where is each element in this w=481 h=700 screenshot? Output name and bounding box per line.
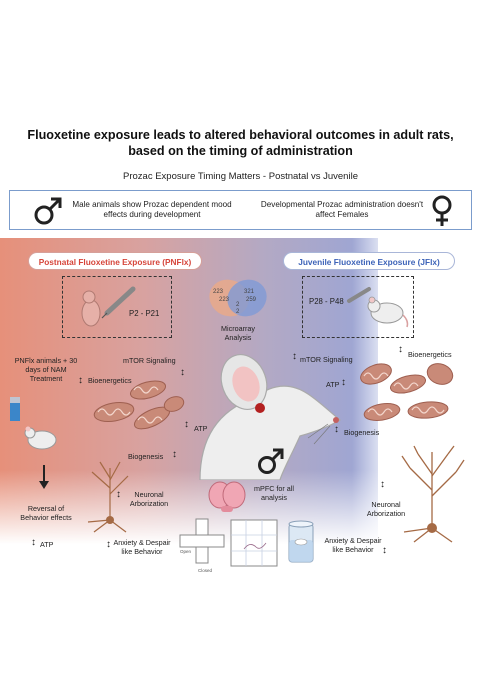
- syringe-icon: [347, 287, 371, 303]
- jflx-mtor-label: mTOR Signaling: [300, 355, 353, 364]
- pnflx-neuron-icon: [87, 461, 129, 533]
- pnflx-behavior-arrow-icon: ↕: [106, 539, 111, 550]
- treated-rat-icon: [24, 426, 57, 450]
- reversal-label: Reversal of Behavior effects: [20, 504, 72, 522]
- jflx-mtor-arrow-icon: ↕: [292, 351, 297, 362]
- venn-diagram: [209, 279, 267, 317]
- jflx-biogenesis-arrow-icon: ↕: [334, 424, 339, 435]
- center-rat-illustration: [199, 354, 342, 480]
- pnflx-mitochondria-icon: [93, 380, 185, 430]
- pnflx-mtor-label: mTOR Signaling: [123, 356, 176, 365]
- pnflx-mtor-arrow-icon: ↕: [180, 367, 185, 378]
- jflx-behavior-arrow-icon: ↕: [382, 545, 387, 556]
- sex-difference-banner: Male animals show Prozac dependent mood …: [9, 190, 472, 230]
- female-symbol-icon: [432, 195, 452, 226]
- jflx-period-box: P28 - P48: [302, 276, 414, 338]
- open-field-icon: [230, 519, 278, 567]
- maze-open-label: Open: [180, 549, 192, 554]
- venn-left-top: 223: [213, 289, 224, 295]
- jflx-title-pill: Juvenile Fluoxetine Exposure (JFlx): [283, 252, 455, 270]
- jflx-behavior-label: Anxiety & Despair like Behavior: [324, 536, 382, 554]
- nam-vial-icon: [10, 397, 20, 421]
- pnflx-atp-arrow-icon: ↕: [184, 419, 189, 430]
- juvenile-rat-icon: [367, 296, 409, 328]
- female-effect-text: Developmental Prozac administration does…: [260, 200, 424, 219]
- pnflx-arborization-arrow-icon: ↕: [116, 489, 121, 500]
- down-arrow-icon: [39, 465, 49, 489]
- pnflx-title-pill: Postnatal Fluoxetine Exposure (PNFlx): [28, 252, 202, 270]
- atp-reversal-label: ATP: [40, 540, 54, 549]
- atp-reversal-up-arrow: ↕: [31, 537, 36, 548]
- jflx-arborization-label: Neuronal Arborization: [366, 500, 406, 518]
- maze-closed-label: Closed: [198, 568, 213, 573]
- venn-mid-top: 2: [236, 302, 240, 308]
- microarray-label: Microarray Analysis: [221, 324, 255, 342]
- jflx-bioenergetics-label: Bioenergetics: [408, 350, 452, 359]
- jflx-mitochondria-icon: [360, 363, 454, 421]
- nam-treatment-note: PNFlx animals + 30 days of NAM Treatment: [14, 356, 78, 383]
- mpfc-brain-icon: [208, 481, 246, 512]
- center-male-symbol-icon: [258, 448, 284, 474]
- forced-swim-cylinder-icon: [288, 520, 314, 563]
- mpfc-label: mPFC for all analysis: [254, 484, 294, 502]
- jflx-neuron-icon: [401, 445, 465, 543]
- jflx-arborization-arrow-icon: ↕: [380, 479, 385, 490]
- page-title: Fluoxetine exposure leads to altered beh…: [27, 128, 454, 158]
- jflx-period-label: P28 - P48: [309, 297, 344, 306]
- pnflx-behavior-label: Anxiety & Despair like Behavior: [113, 538, 171, 556]
- venn-right-bottom: 259: [246, 297, 257, 303]
- venn-mid-bottom: 2: [236, 309, 240, 315]
- venn-left-bottom: 223: [219, 297, 230, 303]
- jflx-atp-label: ATP: [326, 380, 340, 389]
- pnflx-atp-label: ATP: [194, 424, 208, 433]
- pnflx-bioenergetics-arrow-icon: ↕: [78, 375, 83, 386]
- pnflx-bioenergetics-label: Bioenergetics: [88, 376, 132, 385]
- jflx-biogenesis-label: Biogenesis: [344, 428, 380, 437]
- male-effect-text: Male animals show Prozac dependent mood …: [72, 200, 232, 219]
- male-symbol-icon: [34, 197, 62, 225]
- venn-right-top: 321: [244, 289, 255, 295]
- jflx-bioenergetics-arrow-icon: ↕: [398, 344, 403, 355]
- page-subtitle: Prozac Exposure Timing Matters - Postnat…: [123, 171, 358, 182]
- pnflx-period-label: P2 - P21: [129, 309, 160, 318]
- pnflx-biogenesis-arrow-icon: ↕: [172, 449, 177, 460]
- pnflx-arborization-label: Neuronal Arborization: [129, 490, 169, 508]
- pnflx-period-box: P2 - P21: [62, 276, 172, 338]
- pnflx-biogenesis-label: Biogenesis: [128, 452, 164, 461]
- plus-maze-icon: [179, 518, 225, 564]
- jflx-atp-arrow-icon: ↕: [341, 377, 346, 388]
- pup-with-syringe-icon: [81, 286, 136, 327]
